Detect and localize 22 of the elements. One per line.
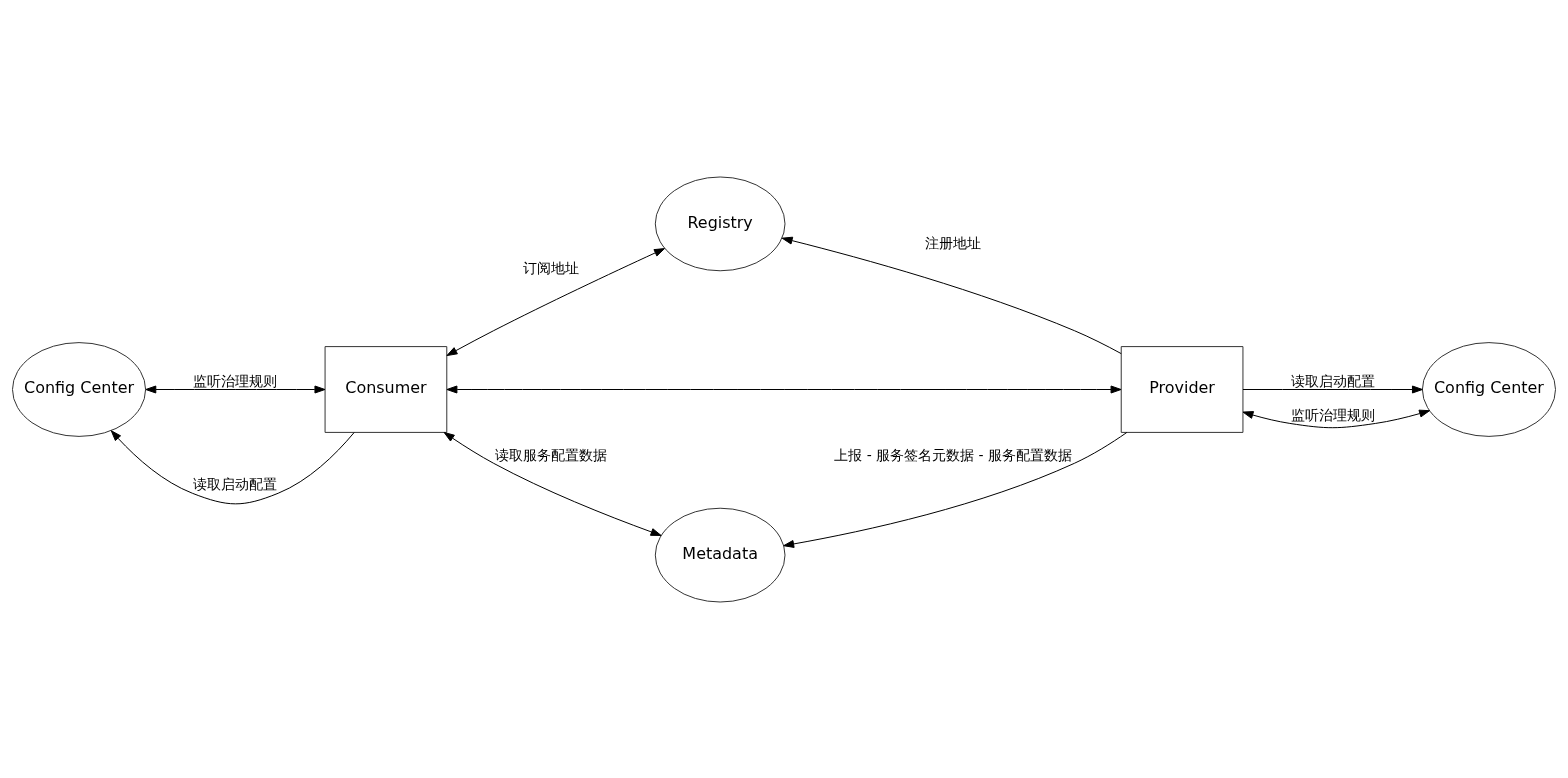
arrow: [783, 431, 1128, 548]
arrow: [443, 431, 662, 536]
arrow: [145, 385, 326, 393]
arrow: [781, 236, 1122, 354]
arrow: [110, 429, 355, 504]
edge-label: 读取启动配置: [193, 475, 278, 492]
node-ellipse: Metadata: [654, 507, 786, 602]
arrow: [1242, 385, 1423, 393]
edge-label: 上报 - 服务签名元数据 - 服务配置数据: [834, 446, 1073, 463]
node-box: Provider: [1120, 345, 1244, 433]
edge-label: 注册地址: [925, 234, 982, 251]
node-ellipse: Config Center: [12, 341, 147, 437]
edge-label: 监听治理规则: [193, 372, 278, 389]
node-ellipse: Config Center: [1421, 341, 1556, 437]
edge-label: 监听治理规则: [1290, 406, 1375, 423]
edge-label: 读取服务配置数据: [495, 446, 608, 463]
edge-label: 读取启动配置: [1290, 372, 1375, 389]
arrow: [446, 247, 665, 356]
arrow: [1242, 409, 1431, 428]
arrow: [446, 385, 1122, 393]
node-box: Consumer: [324, 345, 448, 433]
edge-label: 订阅地址: [523, 259, 580, 276]
